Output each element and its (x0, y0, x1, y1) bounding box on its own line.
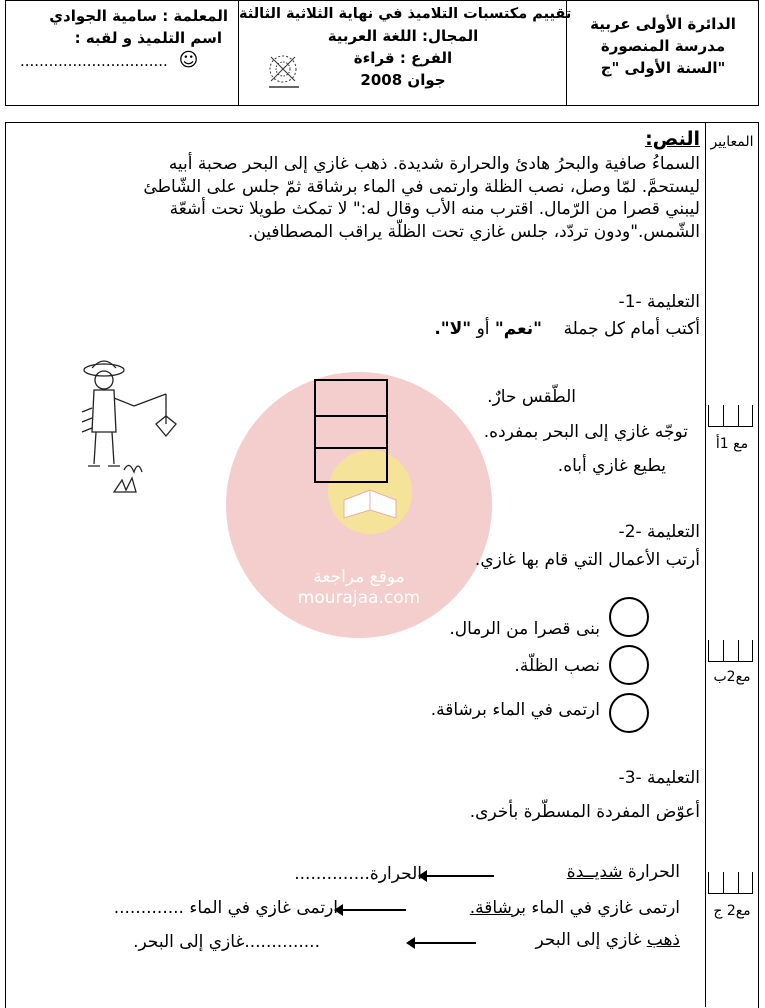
order-circle-3[interactable] (609, 693, 649, 733)
underlined-word: ذهب (646, 930, 680, 950)
instruction2-prompt: أرتب الأعمال التي قام بها غازي. (474, 550, 700, 570)
exam-title: تقييم مكتسبات التلاميذ في نهاية الثلاثية… (239, 6, 572, 22)
instruction3-title: التعليمة -3- (618, 768, 700, 788)
answer-box-2[interactable] (314, 413, 388, 449)
fisherman-illustration (81, 360, 177, 493)
exam-info: تقييم مكتسبات التلاميذ في نهاية الثلاثية… (238, 1, 572, 105)
school-info: الدائرة الأولى عربية مدرسة المنصورة السن… (566, 1, 759, 105)
header-box: الدائرة الأولى عربية مدرسة المنصورة السن… (5, 0, 759, 106)
date-label: جوان 2008 (360, 71, 446, 89)
instruction1-title: التعليمة -1- (618, 292, 700, 312)
instruction2-title: التعليمة -2- (618, 522, 700, 542)
student-info: المعلمة : سامية الجوادي اسم التلميذ و لق… (6, 1, 238, 105)
student-name-field[interactable]: ............................... ☺ (6, 49, 238, 72)
yes-word: "نعم" (494, 319, 542, 339)
district-label: الدائرة الأولى عربية (590, 15, 736, 33)
criterion-2: مع2ب (713, 669, 751, 685)
dotted-line: ............................... (20, 52, 168, 70)
watermark-logo (226, 372, 492, 638)
answer-3[interactable]: ..............غازي إلى البحر. (133, 932, 320, 952)
score-box-1[interactable] (708, 405, 753, 427)
criteria-column (705, 122, 758, 1007)
sentence-2: ارتمى غازي في الماء برشاقة. (412, 897, 680, 920)
underlined-word: برشاقة. (469, 898, 526, 918)
watermark-arabic: موقع مراجعة (313, 567, 405, 587)
no-word: "لا". (434, 319, 472, 339)
answer-2[interactable]: ارتمى غازي في الماء ............. (113, 898, 338, 918)
criterion-1: مع 1أ (715, 436, 749, 452)
order-circle-1[interactable] (609, 597, 649, 637)
text-title: النص: (645, 128, 700, 150)
answer-box-1[interactable] (314, 379, 388, 417)
instruction1-prompt: أكتب أمام كل جملة "نعم" أو "لا". (300, 318, 700, 341)
sentence-1: الحرارة شديــدة (500, 861, 680, 884)
instruction3-prompt: أعوّض المفردة المسطّرة بأخرى. (469, 802, 700, 822)
content-frame (5, 122, 759, 1008)
student-name-label: اسم التلميذ و لقبه : (74, 29, 222, 47)
text-line: ليستحمَّ. لمّا وصل، نصب الظلة وارتمى في … (143, 176, 700, 197)
sentence-3: ذهب غازي إلى البحر (480, 929, 681, 952)
sentence-part: غازي إلى البحر (535, 930, 647, 950)
action-2: نصب الظلّة. (514, 656, 600, 676)
branch-label: الفرع : قراءة (353, 49, 453, 67)
action-1: بنى قصرا من الرمال. (449, 619, 600, 639)
underlined-word: شديــدة (566, 862, 623, 882)
statement-1: الطّقس حارٌ. (487, 387, 576, 407)
text-line: الشّمس."ودون تردّد، جلس غازي تحت الظلّة … (247, 221, 700, 242)
teacher-label: المعلمة : سامية الجوادي (49, 7, 228, 25)
answer-box-3[interactable] (314, 447, 388, 483)
sentence-part: الحرارة (622, 862, 680, 882)
or-word: أو (476, 319, 490, 339)
criteria-header: المعايير (710, 134, 754, 150)
score-box-2[interactable] (708, 640, 753, 662)
subject-label: المجال: اللغة العربية (327, 27, 479, 45)
stamp-icon (269, 55, 299, 88)
reading-text: السماءُ صافية والبحرُ هادئ والحرارة شديد… (10, 153, 700, 243)
text-line: ليبني قصرا من الرّمال. اقترب منه الأب وق… (169, 199, 700, 220)
watermark-latin: mourajaa.com (297, 588, 421, 608)
statement-3: يطيع غازي أباه. (557, 456, 666, 476)
prompt-prefix: أكتب أمام كل جملة (563, 319, 700, 339)
class-label: السنة الأولى "ج" (600, 59, 726, 77)
text-line: السماءُ صافية والبحرُ هادئ والحرارة شديد… (168, 154, 700, 174)
action-3: ارتمى في الماء برشاقة. (430, 700, 600, 720)
sentence-part: ارتمى غازي في الماء (525, 898, 680, 918)
arrow-icon (418, 870, 494, 882)
criterion-3: مع2 ج (713, 903, 751, 919)
school-name: مدرسة المنصورة (600, 37, 726, 55)
arrow-icon (406, 937, 476, 949)
order-circle-2[interactable] (609, 645, 649, 685)
statement-2: توجّه غازي إلى البحر بمفرده. (483, 422, 688, 442)
smiley-icon: ☺ (178, 49, 199, 71)
score-box-3[interactable] (708, 872, 753, 894)
answer-1[interactable]: الحرارة.............. (294, 864, 422, 884)
arrow-icon (334, 904, 406, 916)
